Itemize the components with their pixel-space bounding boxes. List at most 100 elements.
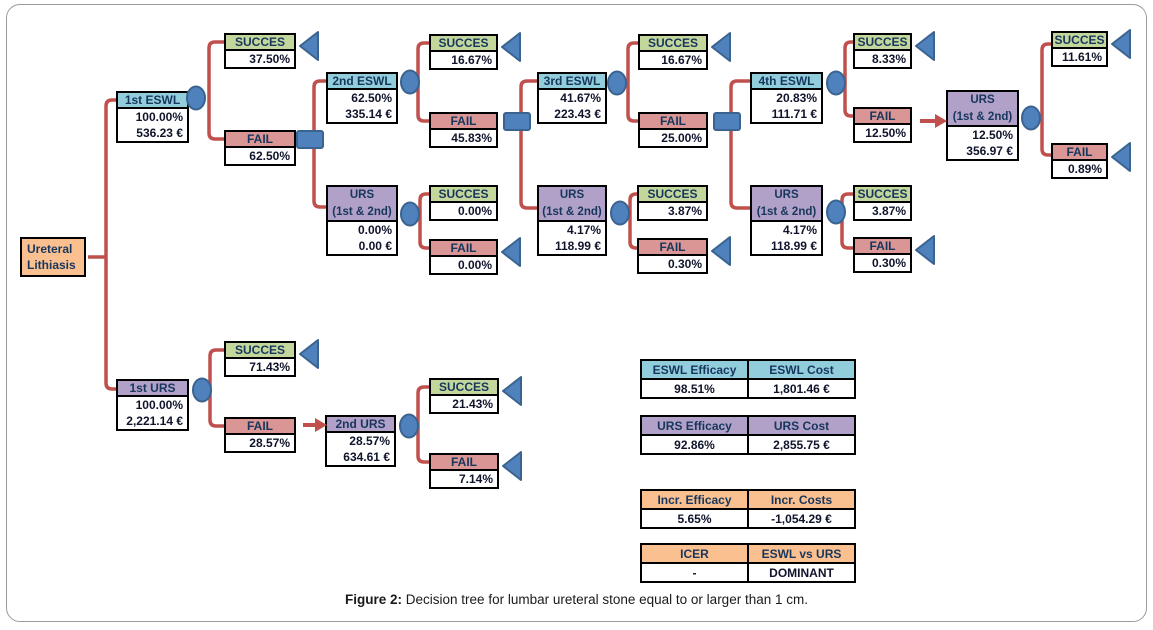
table-header-cell: URS Efficacy (640, 415, 749, 436)
node-urs-d: URS (1st & 2nd) 12.50% 356.97 € (946, 90, 1019, 161)
node-eswl4-fail: FAIL 12.50% (853, 107, 912, 143)
probability-value: 7.14% (458, 471, 493, 486)
probability-value: 0.30% (667, 256, 702, 271)
urs-title-line1: URS (970, 94, 995, 106)
cost-value: 634.61 € (343, 449, 390, 464)
node-urs-d-title: URS (1st & 2nd) (946, 90, 1019, 127)
table-value-cell: DOMINANT (747, 562, 856, 583)
cost-value: 118.99 € (554, 238, 601, 253)
probability-value: 0.30% (871, 255, 906, 270)
node-eswl4-succes: SUCCES 8.33% (853, 33, 912, 69)
table-value-cell: 2,855.75 € (747, 434, 856, 455)
probability-value: 21.43% (452, 396, 493, 411)
probability-value: 25.00% (661, 130, 702, 145)
probability-value: 3.87% (871, 203, 906, 218)
node-ursA-fail: FAIL 0.00% (429, 239, 498, 275)
root-label-line2: Lithiasis (27, 258, 76, 272)
node-urs2-succes: SUCCES 21.43% (429, 378, 499, 414)
icer-summary-table: ICER ESWL vs URS - DOMINANT (640, 543, 856, 583)
node-1st-eswl-values: 100.00% 536.23 € (116, 106, 189, 143)
node-4th-eswl: 4th ESWL 20.83% 111.71 € (750, 72, 823, 124)
table-value-cell: 5.65% (640, 508, 749, 529)
probability-value: 16.67% (451, 52, 492, 67)
node-1st-eswl-title: 1st ESWL (116, 91, 189, 109)
cost-value: 223.43 € (554, 106, 601, 121)
cost-value: 335.14 € (345, 106, 392, 121)
cost-value: 111.71 € (771, 106, 817, 121)
probability-value: 0.00% (357, 222, 392, 237)
probability-value: 11.61% (1061, 49, 1102, 64)
urs-title-line2: (1st & 2nd) (756, 205, 817, 218)
probability-value: 100.00% (135, 397, 183, 412)
table-header-cell: ESWL Efficacy (640, 359, 749, 380)
node-3rd-eswl-title: 3rd ESWL (537, 72, 607, 90)
cost-value: 356.97 € (966, 143, 1013, 158)
probability-value: 20.83% (776, 90, 817, 105)
probability-value: 8.33% (871, 51, 906, 66)
cost-value: 2,221.14 € (126, 413, 183, 428)
node-4th-eswl-title: 4th ESWL (750, 72, 823, 90)
node-1st-urs: 1st URS 100.00% 2,221.14 € (116, 379, 189, 431)
probability-value: 16.67% (661, 52, 702, 67)
node-urs2-fail: FAIL 7.14% (429, 453, 499, 489)
figure-border-frame (6, 4, 1147, 622)
table-value-cell: 98.51% (640, 378, 749, 399)
probability-value: 100.00% (135, 109, 183, 124)
probability-value: 28.57% (249, 435, 290, 450)
node-1st-eswl: 1st ESWL 100.00% 536.23 € (116, 91, 189, 143)
eswl-summary-table: ESWL Efficacy ESWL Cost 98.51% 1,801.46 … (640, 359, 856, 399)
succes-title: SUCCES (429, 378, 499, 396)
urs-title-line2: (1st & 2nd) (542, 205, 602, 218)
node-1st-urs-title: 1st URS (116, 379, 189, 397)
node-ursA-succes: SUCCES 0.00% (429, 185, 498, 221)
node-2nd-urs-title: 2nd URS (325, 415, 396, 433)
table-header-cell: ESWL Cost (747, 359, 856, 380)
node-urs-b: URS (1st & 2nd) 4.17% 118.99 € (537, 185, 607, 256)
node-ursC-fail: FAIL 0.30% (853, 237, 912, 273)
table-header-cell: Incr. Efficacy (640, 489, 749, 510)
node-eswl3-succes: SUCCES 16.67% (638, 34, 708, 70)
node-urs-a: URS (1st & 2nd) 0.00% 0.00 € (326, 185, 398, 256)
urs-title-line1: URS (559, 189, 585, 201)
probability-value: 62.50% (249, 148, 290, 163)
probability-value: 37.50% (249, 51, 290, 66)
node-ureteral-lithiasis: Ureteral Lithiasis (20, 237, 86, 277)
table-header-cell: ICER (640, 543, 749, 564)
root-label-line1: Ureteral (27, 242, 73, 256)
urs-title-line1: URS (774, 189, 799, 201)
succes-title: SUCCES (429, 34, 498, 52)
urs-title-line2: (1st & 2nd) (952, 110, 1013, 123)
table-value-cell: -1,054.29 € (747, 508, 856, 529)
probability-value: 4.17% (566, 222, 601, 237)
node-urs-b-title: URS (1st & 2nd) (537, 185, 607, 222)
probability-value: 12.50% (865, 125, 906, 140)
node-3rd-eswl: 3rd ESWL 41.67% 223.43 € (537, 72, 607, 124)
probability-value: 12.50% (972, 127, 1013, 142)
probability-value: 45.83% (451, 130, 492, 145)
probability-value: 0.89% (1067, 161, 1102, 176)
figure-caption: Figure 2: Decision tree for lumbar urete… (0, 592, 1153, 607)
probability-value: 3.87% (667, 203, 702, 218)
probability-value: 0.00% (457, 257, 492, 272)
node-eswl3-fail: FAIL 25.00% (638, 112, 708, 148)
table-value-cell: 1,801.46 € (747, 378, 856, 399)
probability-value: 71.43% (249, 359, 290, 374)
succes-title: SUCCES (1051, 31, 1108, 49)
probability-value: 4.17% (782, 222, 817, 237)
node-urs1-fail: FAIL 28.57% (224, 417, 296, 453)
node-ursC-succes: SUCCES 3.87% (853, 185, 912, 221)
figure-caption-text: Decision tree for lumbar ureteral stone … (405, 592, 808, 607)
node-urs1-succes: SUCCES 71.43% (224, 341, 296, 377)
urs-title-line2: (1st & 2nd) (332, 205, 392, 218)
succes-title: SUCCES (853, 185, 912, 203)
table-value-cell: 92.86% (640, 434, 749, 455)
node-2nd-eswl-title: 2nd ESWL (326, 72, 398, 90)
node-ursD-succes: SUCCES 11.61% (1051, 31, 1108, 67)
cost-value: 0.00 € (358, 238, 392, 253)
urs-title-line1: URS (349, 189, 375, 201)
probability-value: 28.57% (349, 433, 390, 448)
urs-summary-table: URS Efficacy URS Cost 92.86% 2,855.75 € (640, 415, 856, 455)
node-eswl1-fail: FAIL 62.50% (224, 130, 296, 166)
node-ursD-fail: FAIL 0.89% (1051, 143, 1108, 179)
